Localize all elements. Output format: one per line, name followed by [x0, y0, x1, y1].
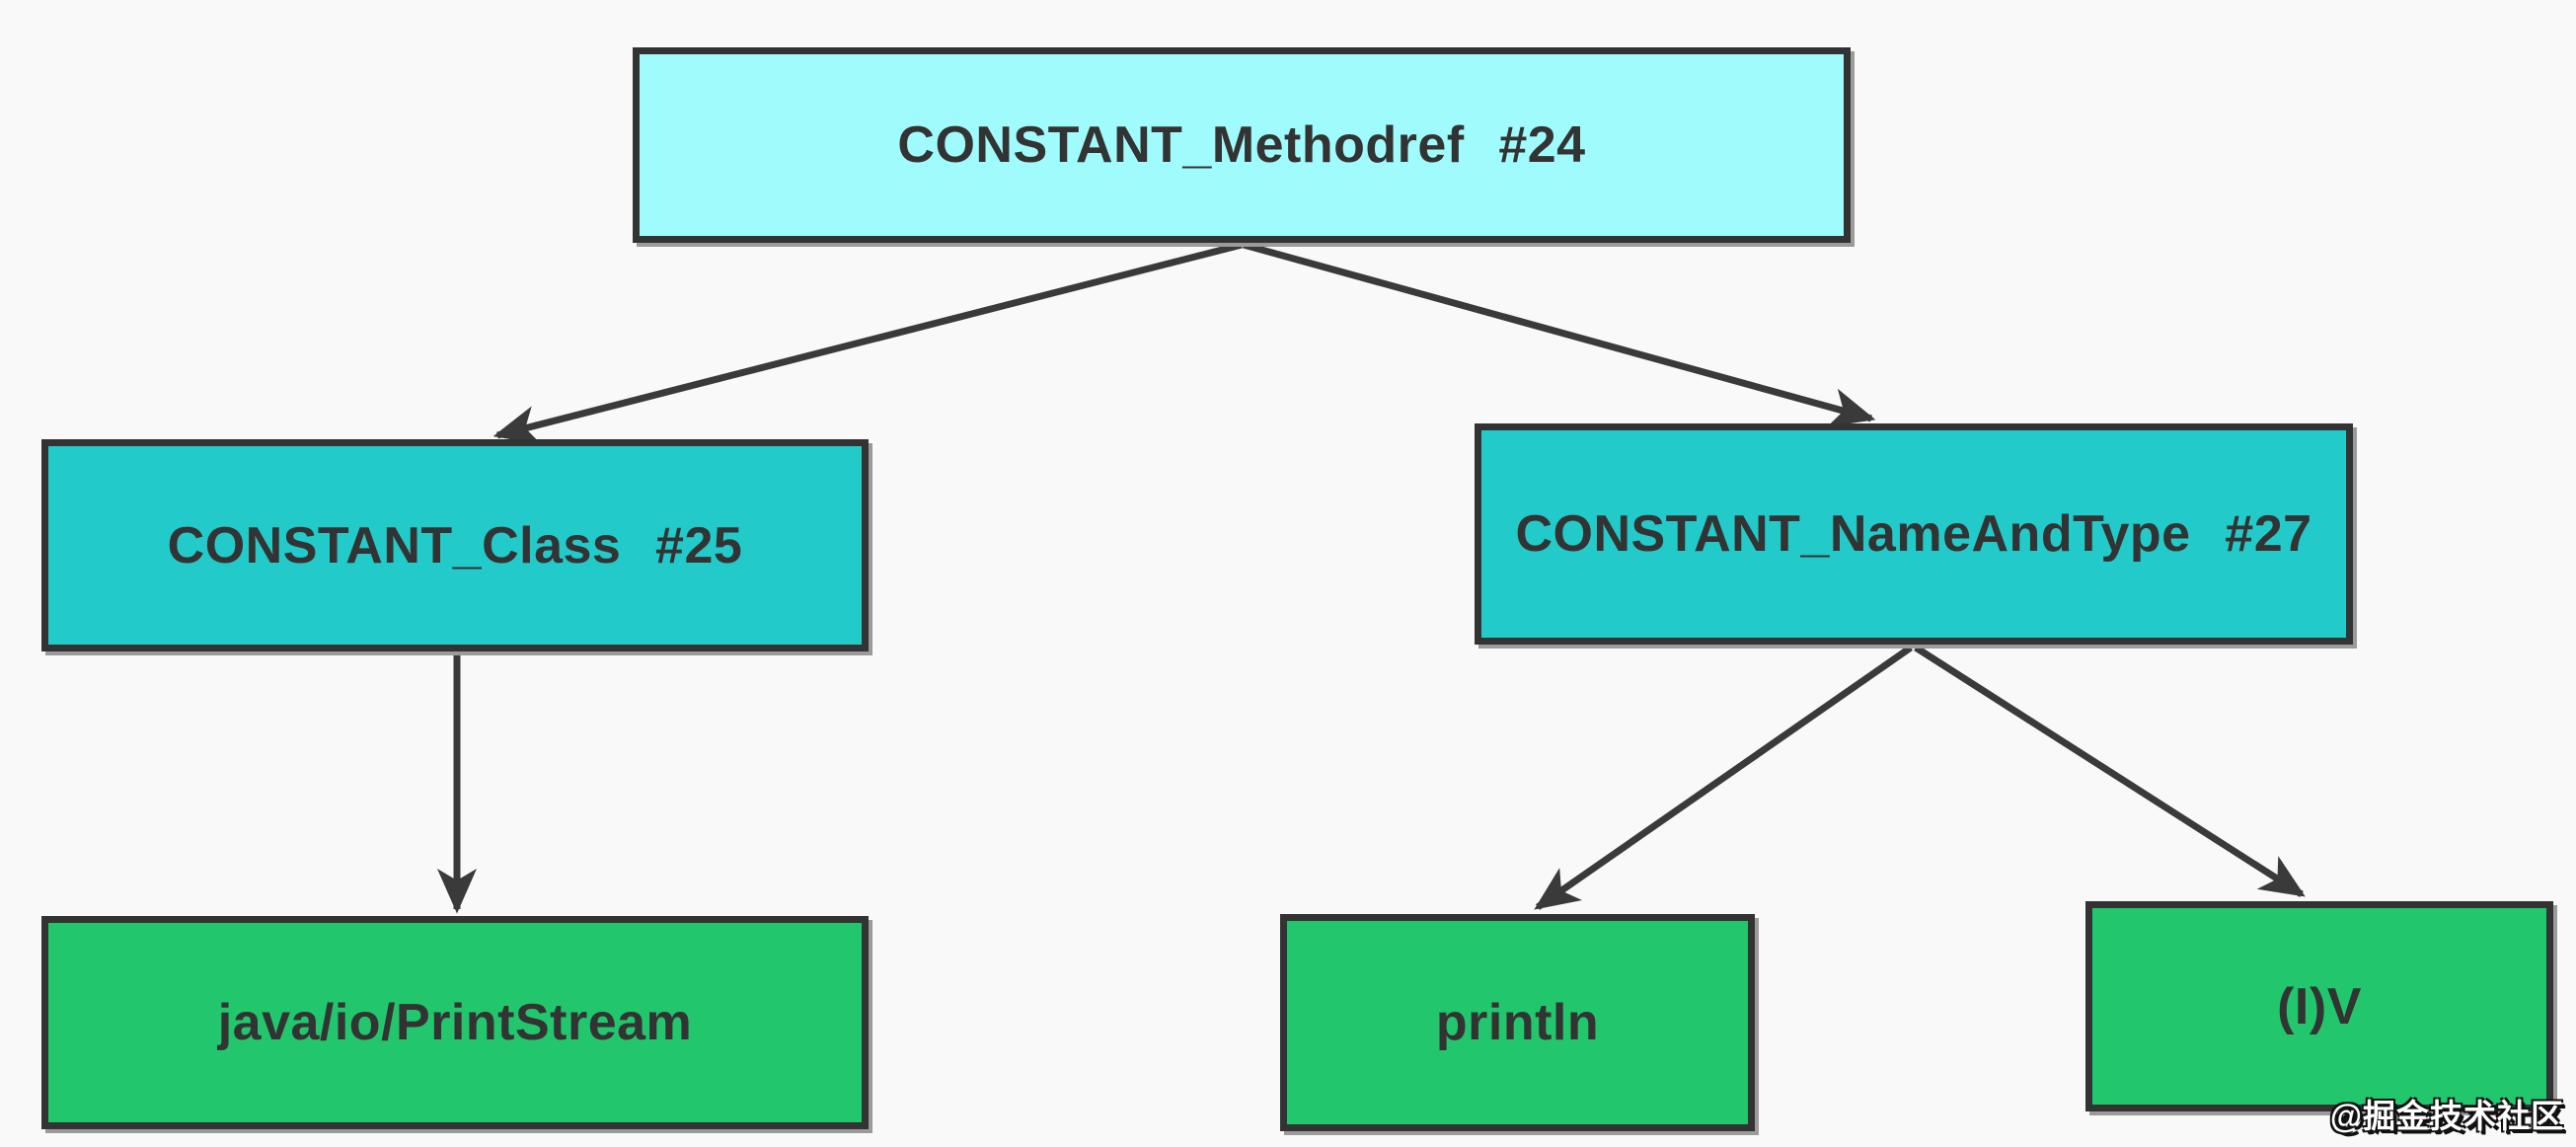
node-constant-class: CONSTANT_Class #25: [41, 439, 869, 651]
node-constant-methodref-label: CONSTANT_Methodref #24: [897, 116, 1586, 174]
node-class-name-label: java/io/PrintStream: [217, 994, 693, 1051]
watermark-text: @掘金技术社区: [2329, 1098, 2564, 1134]
watermark: @掘金技术社区: [2330, 1090, 2564, 1137]
edge-nameandtype-to-println: [1534, 645, 1913, 910]
node-method-name-label: println: [1435, 994, 1600, 1051]
edge-methodref-to-nameandtype: [1243, 241, 1876, 427]
edge-nameandtype-to-descriptor: [1914, 645, 2306, 897]
node-constant-class-label: CONSTANT_Class #25: [167, 516, 743, 574]
edge-methodref-to-class: [492, 241, 1243, 445]
node-method-name: println: [1280, 914, 1755, 1131]
node-class-name: java/io/PrintStream: [41, 916, 869, 1129]
node-constant-nameandtype-label: CONSTANT_NameAndType #27: [1515, 505, 2312, 563]
node-method-descriptor-label: (I)V: [2277, 977, 2362, 1035]
node-method-descriptor: (I)V: [2085, 901, 2553, 1111]
node-constant-methodref: CONSTANT_Methodref #24: [633, 47, 1851, 243]
node-constant-nameandtype: CONSTANT_NameAndType #27: [1475, 423, 2353, 645]
